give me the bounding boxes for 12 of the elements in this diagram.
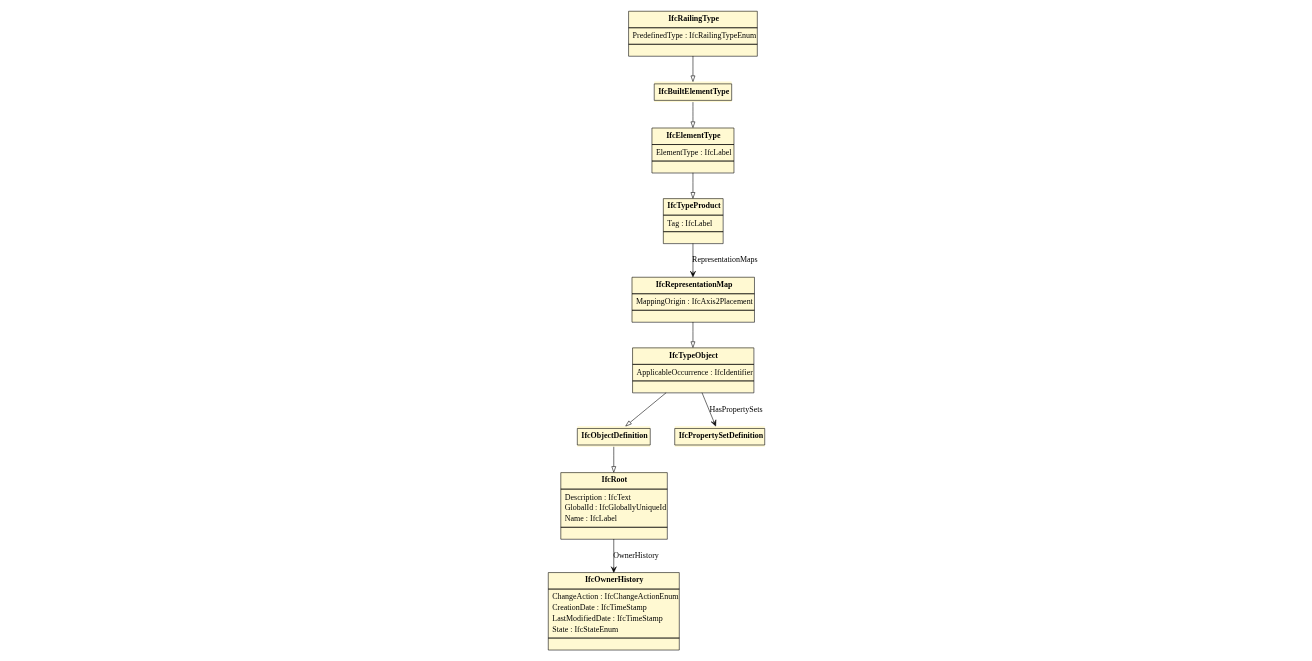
edge-label: OwnerHistory xyxy=(612,550,659,560)
arrow xyxy=(624,392,666,427)
arrow xyxy=(690,172,695,199)
edge-label: HasPropertySets xyxy=(708,404,763,414)
arrow xyxy=(611,446,616,473)
arrow xyxy=(690,101,695,128)
edge-label: RepresentationMaps xyxy=(691,255,758,265)
arrow xyxy=(690,321,695,348)
arrow xyxy=(689,243,696,278)
arrow xyxy=(701,392,716,427)
arrow xyxy=(690,55,695,82)
arrow xyxy=(610,538,617,573)
